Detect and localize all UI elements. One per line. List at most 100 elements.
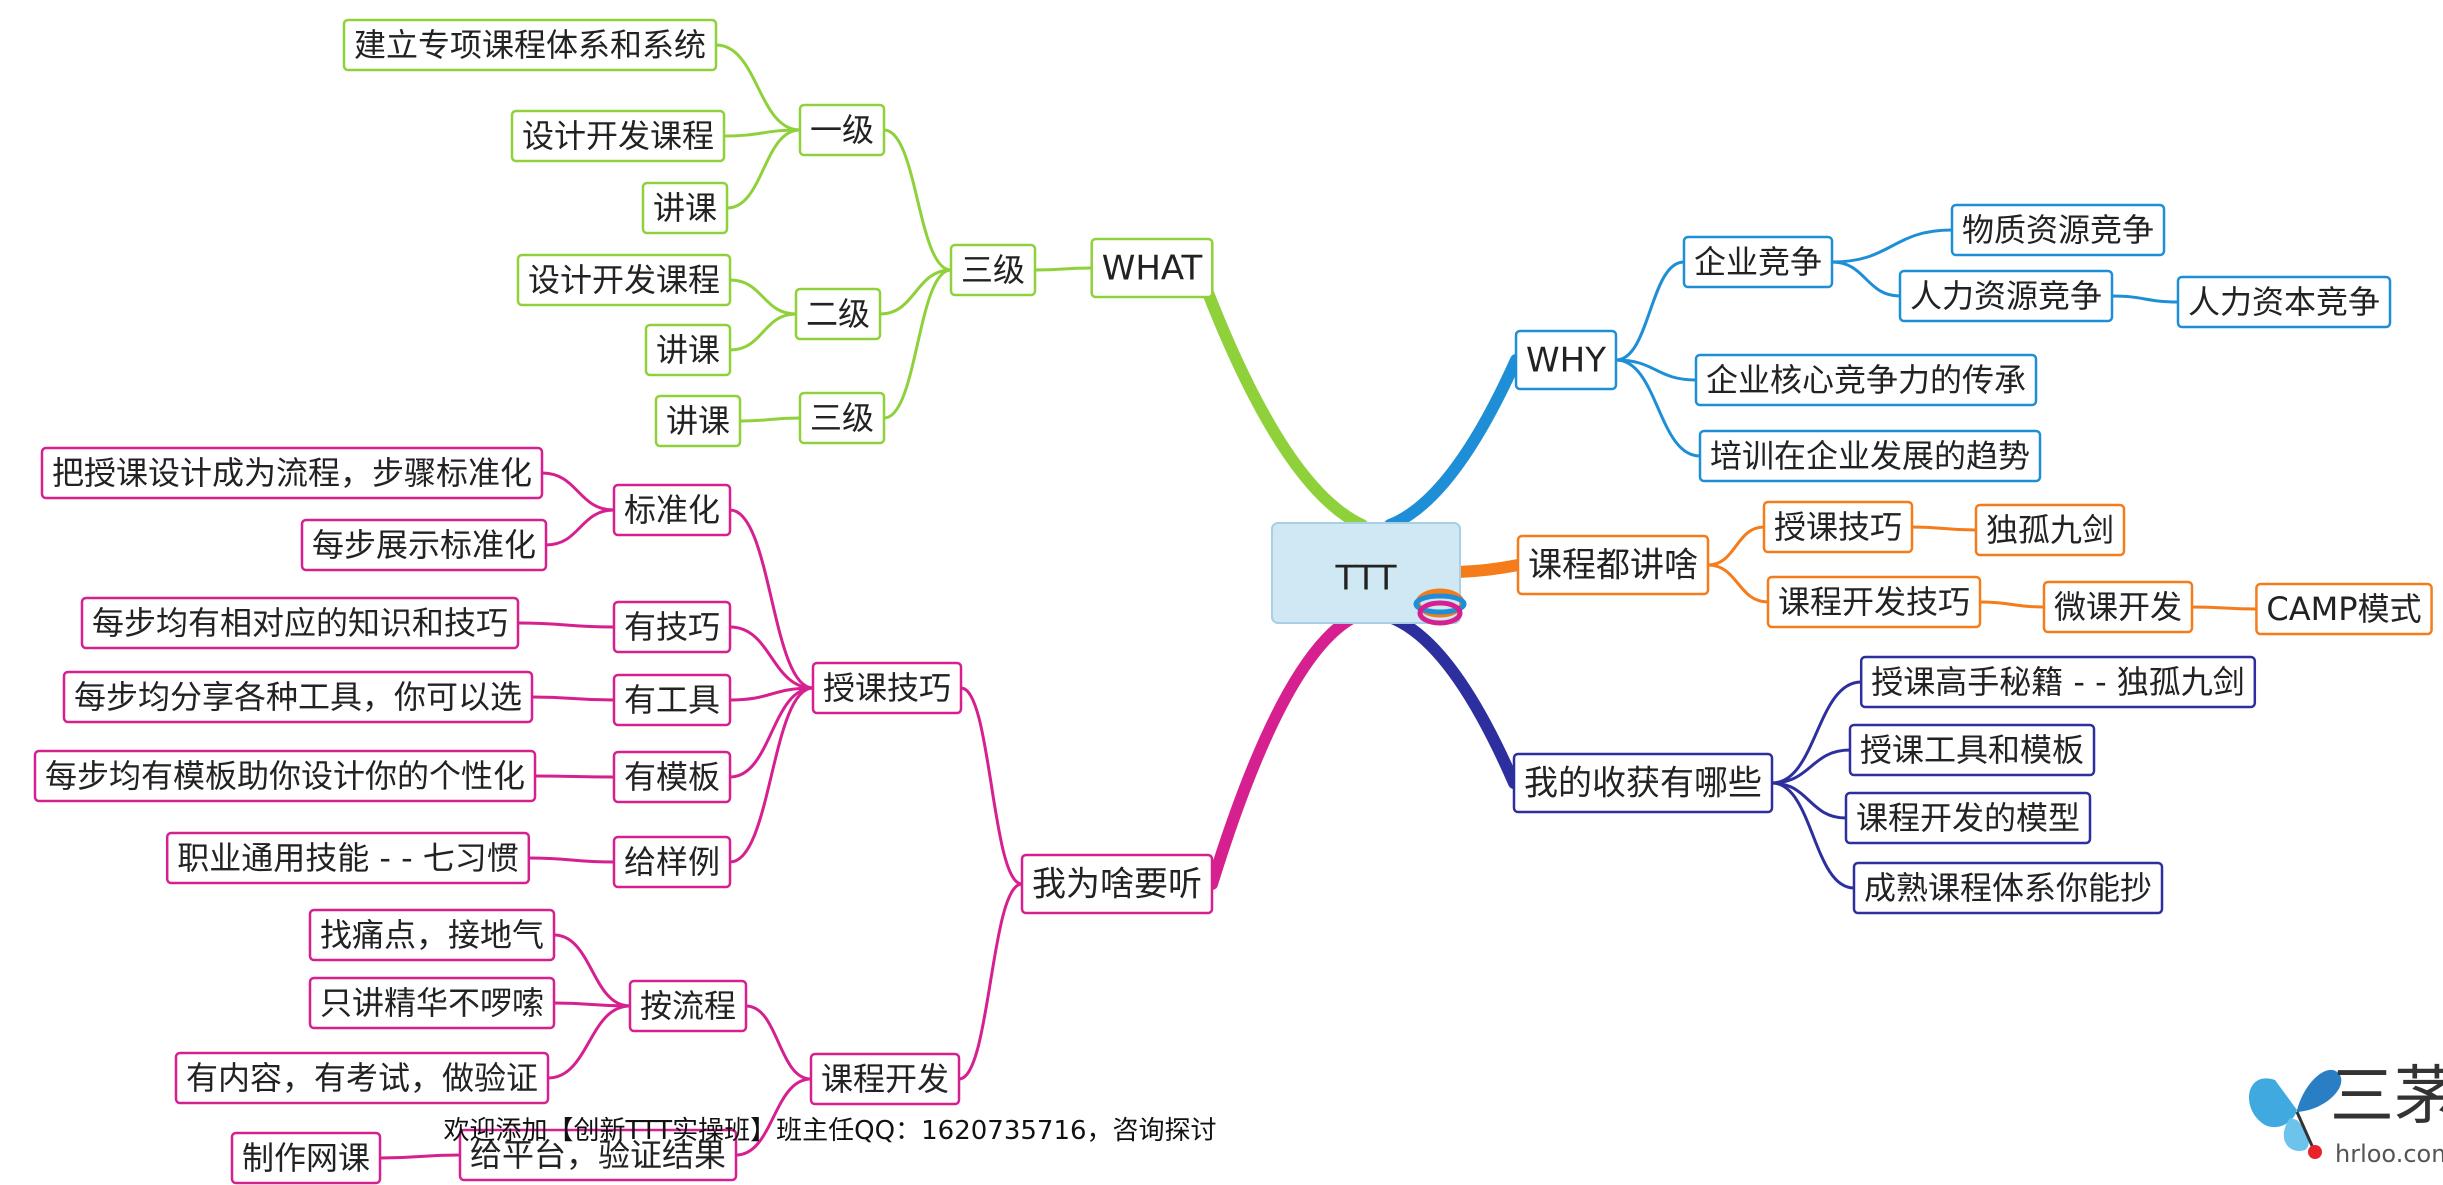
node-reason-0-4-label: 给样例 (624, 843, 720, 881)
root-label: TTT (1334, 559, 1396, 599)
node-reason-0-4[interactable]: 给样例 (612, 835, 732, 889)
node-gain-3-box (1852, 861, 2164, 915)
node-reason-label: 我为啥要听 (1032, 865, 1202, 905)
node-content-1-0[interactable]: 微课开发 (2042, 580, 2194, 634)
node-what-level-0-leaf-2-box (641, 181, 729, 235)
root-node[interactable] (1271, 522, 1461, 624)
node-gain-3[interactable]: 成熟课程体系你能抄 (1852, 861, 2164, 915)
node-what-level-1-leaf-0[interactable]: 设计开发课程 (516, 253, 732, 307)
node-what-level-1-label: 二级 (806, 295, 870, 333)
node-what-level-0-leaf-0-label: 建立专项课程体系和系统 (354, 26, 706, 64)
node-reason-0-1-0-box (80, 596, 520, 650)
node-why-2-label: 培训在企业发展的趋势 (1710, 437, 2030, 475)
node-reason[interactable]: 我为啥要听 (1020, 853, 1214, 915)
node-reason-0-0-label: 标准化 (624, 491, 720, 529)
node-what-level-2-leaf-0-box (654, 394, 742, 448)
node-reason-0-2[interactable]: 有工具 (612, 673, 732, 727)
node-reason-0-0-1[interactable]: 每步展示标准化 (300, 518, 548, 572)
node-what-sanji[interactable]: 三级 (949, 243, 1037, 297)
node-what[interactable]: WHAT (1090, 237, 1214, 299)
node-why-0-1-label: 人力资源竞争 (1910, 277, 2102, 315)
node-content-0[interactable]: 授课技巧 (1762, 500, 1914, 554)
node-reason-1-1-0[interactable]: 制作网课 (230, 1131, 382, 1185)
node-content-1-0-0-label: CAMP模式 (2266, 590, 2421, 628)
node-why-2[interactable]: 培训在企业发展的趋势 (1698, 429, 2042, 483)
node-what-level-2[interactable]: 三级 (798, 391, 886, 445)
node-reason-1-0-box (628, 979, 748, 1033)
edge-what-level-2-leaf-0 (738, 416, 802, 423)
node-what-level-1[interactable]: 二级 (794, 287, 882, 341)
node-reason-0-0[interactable]: 标准化 (612, 483, 732, 537)
node-why-1-box (1694, 353, 2038, 407)
trunk-why (1384, 354, 1523, 531)
node-what-level-0-leaf-1[interactable]: 设计开发课程 (510, 109, 726, 163)
node-reason-0-3-box (612, 750, 732, 804)
node-reason-0[interactable]: 授课技巧 (811, 661, 963, 715)
node-content-1[interactable]: 课程开发技巧 (1766, 575, 1982, 629)
node-why-0-1[interactable]: 人力资源竞争 (1898, 269, 2114, 323)
node-content-0-0[interactable]: 独孤九剑 (1974, 503, 2126, 557)
edge-what-level-0-leaf-0 (714, 43, 802, 132)
node-gain[interactable]: 我的收获有哪些 (1512, 752, 1774, 814)
node-reason-0-1-0[interactable]: 每步均有相对应的知识和技巧 (80, 596, 520, 650)
node-what-level-0-leaf-2[interactable]: 讲课 (641, 181, 729, 235)
edge-reason-1 (957, 882, 1024, 1081)
edge-content-1-0-0 (2190, 605, 2258, 611)
node-reason-0-1[interactable]: 有技巧 (612, 600, 732, 654)
node-what-level-1-leaf-1-label: 讲课 (656, 331, 720, 369)
node-what-level-0-box (798, 103, 886, 157)
node-why-0[interactable]: 企业竞争 (1682, 235, 1834, 289)
node-reason-0-1-0-label: 每步均有相对应的知识和技巧 (92, 604, 508, 642)
node-reason-0-0-1-label: 每步展示标准化 (312, 526, 536, 564)
node-reason-0-0-0[interactable]: 把授课设计成为流程，步骤标准化 (40, 446, 544, 500)
node-content-0-0-box (1974, 503, 2126, 557)
node-why-0-0[interactable]: 物质资源竞争 (1950, 203, 2166, 257)
node-what-level-2-leaf-0[interactable]: 讲课 (654, 394, 742, 448)
node-reason-0-4-box (612, 835, 732, 889)
logo-icon (1413, 588, 1467, 626)
node-reason-1-0[interactable]: 按流程 (628, 979, 748, 1033)
node-gain-1[interactable]: 授课工具和模板 (1848, 723, 2096, 777)
node-what-level-0-leaf-0[interactable]: 建立专项课程体系和系统 (342, 18, 718, 72)
node-reason-0-3-0-label: 每步均有模板助你设计你的个性化 (45, 757, 525, 795)
node-why[interactable]: WHY (1514, 329, 1618, 391)
node-content-0-0-label: 独孤九剑 (1986, 511, 2114, 549)
node-reason-0-0-box (612, 483, 732, 537)
node-what-sanji-label: 三级 (961, 251, 1025, 289)
node-reason-0-3-0[interactable]: 每步均有模板助你设计你的个性化 (33, 749, 537, 803)
node-gain-2[interactable]: 课程开发的模型 (1844, 791, 2092, 845)
node-reason-1-1[interactable]: 给平台，验证结果 (458, 1128, 738, 1182)
edge-what-level-1-leaf-0 (728, 278, 798, 316)
node-reason-0-3[interactable]: 有模板 (612, 750, 732, 804)
node-what-level-1-leaf-1[interactable]: 讲课 (644, 323, 732, 377)
node-gain-label: 我的收获有哪些 (1524, 764, 1762, 804)
node-what-level-2-leaf-0-label: 讲课 (666, 402, 730, 440)
node-reason-0-0-1-box (300, 518, 548, 572)
node-reason-0-1-label: 有技巧 (624, 608, 720, 646)
node-reason-1-0-0[interactable]: 找痛点，接地气 (308, 908, 556, 962)
node-reason-1[interactable]: 课程开发 (809, 1052, 961, 1106)
node-content-1-box (1766, 575, 1982, 629)
node-why-1[interactable]: 企业核心竞争力的传承 (1694, 353, 2038, 407)
node-what-level-1-leaf-0-label: 设计开发课程 (528, 261, 720, 299)
node-why-0-1-box (1898, 269, 2114, 323)
node-reason-0-box (811, 661, 963, 715)
node-reason-0-4-0[interactable]: 职业通用技能 - - 七习惯 (165, 831, 531, 885)
node-what-level-0[interactable]: 一级 (798, 103, 886, 157)
edge-why-0 (1614, 260, 1686, 362)
node-content-1-0-0[interactable]: CAMP模式 (2255, 582, 2433, 636)
node-reason-0-1-box (612, 600, 732, 654)
node-reason-0-3-0-box (33, 749, 537, 803)
edge-content-1 (1706, 563, 1770, 604)
node-content[interactable]: 课程都讲啥 (1516, 534, 1710, 596)
node-reason-0-2-0[interactable]: 每步均分享各种工具，你可以选 (62, 670, 534, 724)
node-gain-0[interactable]: 授课高手秘籍 - - 独孤九剑 (1859, 655, 2257, 709)
butterfly-icon (2248, 1069, 2342, 1159)
node-reason-1-0-1[interactable]: 只讲精华不啰嗦 (308, 976, 556, 1030)
hrloo-watermark: 三茅 hrloo.com (2248, 1060, 2443, 1168)
footer-note: 欢迎添加【创新TTT实操班】班主任QQ：1620735716，咨询探讨 (443, 1116, 1217, 1146)
trunk-content (1452, 559, 1524, 578)
node-why-2-box (1698, 429, 2042, 483)
node-why-0-1-0[interactable]: 人力资本竞争 (2176, 275, 2392, 329)
node-reason-1-0-2[interactable]: 有内容，有考试，做验证 (174, 1051, 550, 1105)
